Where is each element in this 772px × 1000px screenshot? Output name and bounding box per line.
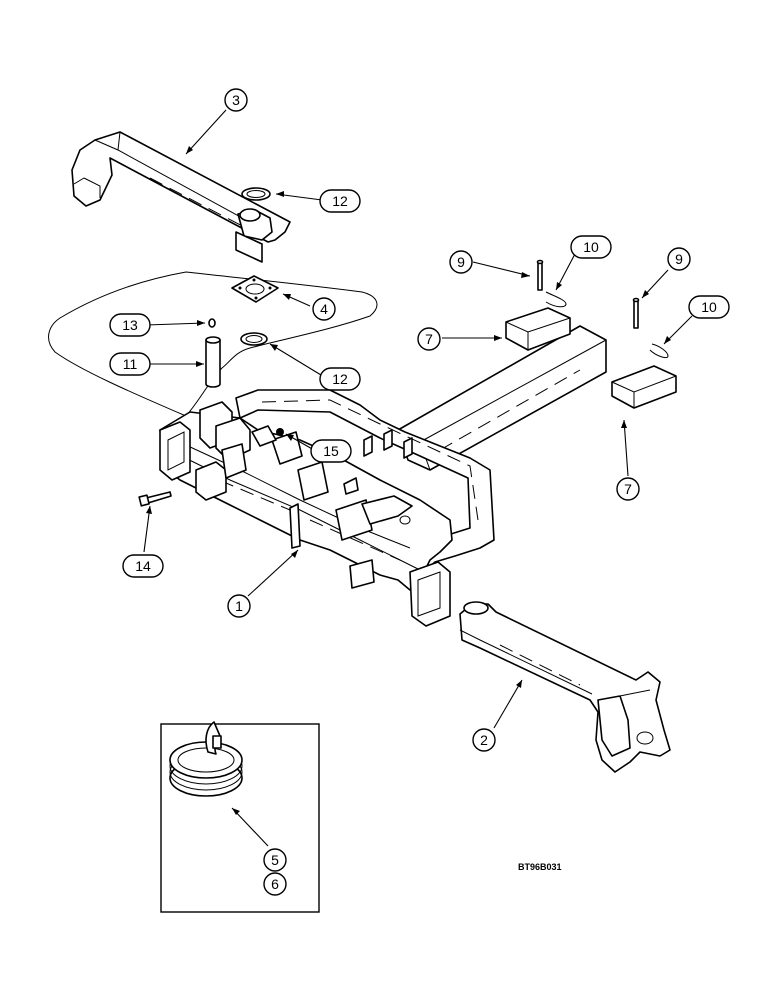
callout-10-right-label: 10 [701,299,717,315]
callout-7-right: 7 [616,477,640,501]
callout-7-left-label: 7 [425,331,433,347]
decal-roll [169,721,243,797]
callout-5: 5 [263,848,287,872]
hair-pin-clip-10-right [649,343,669,359]
figure-code: BT96B031 [518,862,562,872]
callout-9-left: 9 [449,250,473,274]
pivot-pin-11 [205,336,221,388]
callout-12-lower-label: 12 [332,371,348,387]
callout-4: 4 [312,297,336,321]
axle-arm-3 [71,131,291,263]
mount-plate-4 [231,275,279,303]
lock-pin-9-left [536,259,544,291]
callout-5-label: 5 [271,852,279,868]
callout-7-right-label: 7 [624,481,632,497]
callout-3-label: 3 [232,92,240,108]
o-ring-12-upper [241,187,271,201]
callout-2-label: 2 [480,732,488,748]
callout-3: 3 [224,88,248,112]
main-frame [159,389,495,627]
u-bracket-7-right [611,365,677,409]
callout-14-label: 14 [135,558,151,574]
callout-11: 11 [109,352,151,376]
callout-10-left-label: 10 [583,239,599,255]
bolt-14 [138,491,172,507]
leader-lines [143,109,693,847]
inset-box [160,721,320,913]
callout-10-right: 10 [688,295,730,319]
callout-1: 1 [227,594,251,618]
callout-6-label: 6 [271,876,279,892]
axle-arm-2 [459,601,671,773]
group-outline [48,271,378,417]
callout-1-label: 1 [235,598,243,614]
callout-6: 6 [263,872,287,896]
grease-fitting-13 [208,318,216,328]
callout-12-upper: 12 [319,189,361,213]
callout-10-left: 10 [570,235,612,259]
callout-12-lower: 12 [319,367,361,391]
callout-9-right: 9 [667,247,691,271]
callout-9-right-label: 9 [675,251,683,267]
callout-4-label: 4 [320,301,328,317]
callout-13-label: 13 [122,317,138,333]
callout-11-label: 11 [123,356,138,372]
callout-7-left: 7 [417,327,441,351]
callout-15: 15 [310,439,352,463]
hair-pin-clip-10-left [545,291,567,308]
u-bracket-7-left [505,307,571,351]
callout-2: 2 [472,728,496,752]
callout-14: 14 [122,554,164,578]
callout-9-left-label: 9 [457,254,465,270]
callout-13: 13 [109,313,151,337]
callout-15-label: 15 [323,443,339,459]
o-ring-12-lower [240,332,268,346]
lock-pin-9-right [632,297,640,329]
callout-12-upper-label: 12 [332,193,348,209]
